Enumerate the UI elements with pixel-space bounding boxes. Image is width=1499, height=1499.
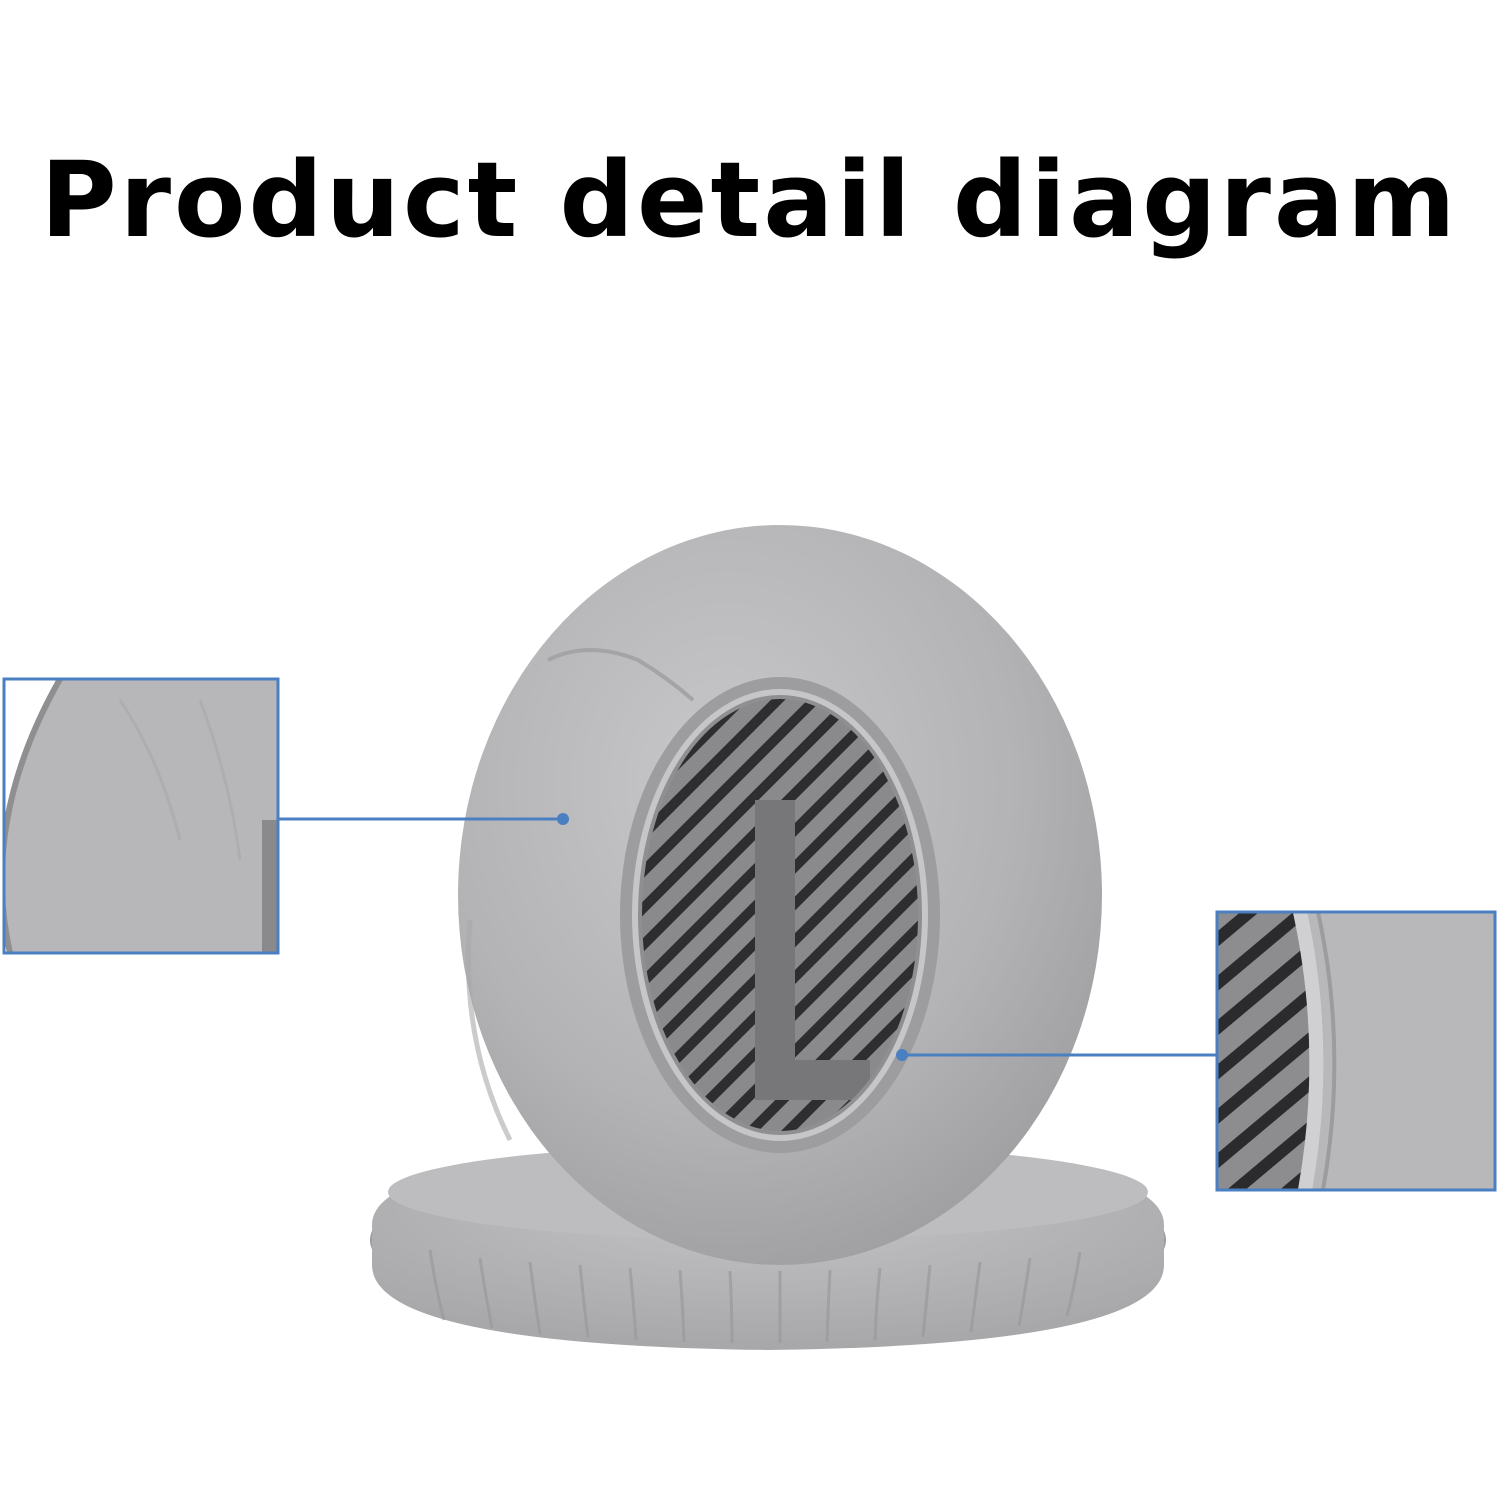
page-title: Product detail diagram [40, 139, 1459, 261]
zoom-box-left [2, 677, 280, 955]
callout-left [278, 813, 569, 825]
ear-cushion-standing [458, 525, 1102, 1265]
zoom-box-right [1215, 910, 1497, 1192]
callout-right [896, 1049, 1217, 1061]
